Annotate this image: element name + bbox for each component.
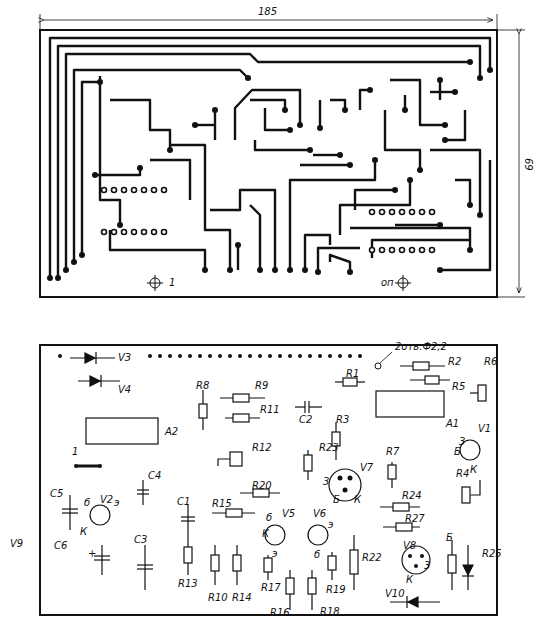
- part-label: V3: [118, 352, 131, 363]
- part-label: V6: [313, 508, 326, 519]
- part-label: A1: [446, 418, 459, 429]
- part-label: R8: [196, 380, 209, 391]
- part-label: э: [114, 497, 120, 508]
- part-label: 2отв.Ф2,2: [395, 341, 447, 352]
- part-label: R7: [386, 446, 399, 457]
- copper-tracks: [50, 38, 490, 278]
- part-label: б: [266, 512, 272, 523]
- part-label: C4: [148, 470, 161, 481]
- part-label: 1: [169, 277, 175, 288]
- part-label: R15: [212, 498, 232, 509]
- part-label: э: [328, 519, 334, 530]
- pads: [74, 363, 424, 568]
- part-label: R10: [208, 592, 228, 603]
- part-label: К: [80, 526, 87, 537]
- dimension-label: 69: [523, 158, 534, 171]
- part-label: V8: [403, 540, 416, 551]
- part-label: э: [272, 548, 278, 559]
- part-label: К: [354, 494, 361, 505]
- part-label: R9: [255, 380, 268, 391]
- solder-pads: [47, 59, 493, 281]
- part-label: C5: [50, 488, 63, 499]
- part-label: +: [88, 548, 96, 559]
- part-label: R6: [484, 356, 497, 367]
- part-label: 1: [72, 446, 78, 457]
- part-label: R11: [260, 404, 280, 415]
- part-label: R16: [270, 607, 290, 618]
- part-label: R27: [405, 513, 425, 524]
- part-label: C6: [54, 540, 67, 551]
- part-label: 3: [459, 436, 465, 447]
- part-label: R17: [261, 582, 281, 593]
- part-label: V1: [478, 423, 491, 434]
- edge-contacts: [58, 354, 362, 358]
- part-label: R23: [319, 442, 339, 453]
- part-label: R14: [232, 592, 252, 603]
- part-label: R22: [362, 552, 382, 563]
- part-label: К: [262, 528, 269, 539]
- leader-line: [380, 352, 392, 363]
- part-label: R1: [346, 368, 359, 379]
- part-label: R12: [252, 442, 272, 453]
- board-outline: [40, 30, 497, 297]
- part-label: 3: [323, 476, 329, 487]
- part-label: V2: [100, 494, 113, 505]
- part-label: б: [84, 497, 90, 508]
- part-label: Б: [454, 446, 461, 457]
- part-label: R20: [252, 480, 272, 491]
- part-label: C1: [177, 496, 190, 507]
- part-label: Б: [333, 494, 340, 505]
- ic-footprints: [102, 188, 435, 292]
- board-outline: [40, 345, 497, 615]
- part-label: R13: [178, 578, 198, 589]
- part-label: R18: [320, 606, 340, 617]
- part-label: R5: [452, 381, 465, 392]
- part-label: Б: [446, 532, 453, 543]
- part-label: V5: [282, 508, 295, 519]
- part-label: V7: [360, 462, 373, 473]
- part-label: C3: [134, 534, 147, 545]
- part-label: б: [314, 549, 320, 560]
- part-label: R24: [402, 490, 422, 501]
- part-label: V4: [118, 384, 131, 395]
- part-label: R4: [456, 468, 469, 479]
- part-label: R3: [336, 414, 349, 425]
- dimension-label: 185: [258, 6, 277, 17]
- part-label: R25: [482, 548, 502, 559]
- component-symbols: [62, 352, 486, 610]
- part-label: A2: [165, 426, 178, 437]
- part-label: оп: [381, 277, 394, 288]
- dimension-lines: [40, 14, 525, 297]
- part-label: C2: [299, 414, 312, 425]
- part-label: К: [470, 464, 477, 475]
- part-label: V10: [385, 588, 405, 599]
- part-label: 3: [424, 560, 430, 571]
- part-label: V9: [10, 538, 23, 549]
- part-label: R2: [448, 356, 461, 367]
- part-label: R19: [326, 584, 346, 595]
- part-label: К: [406, 574, 413, 585]
